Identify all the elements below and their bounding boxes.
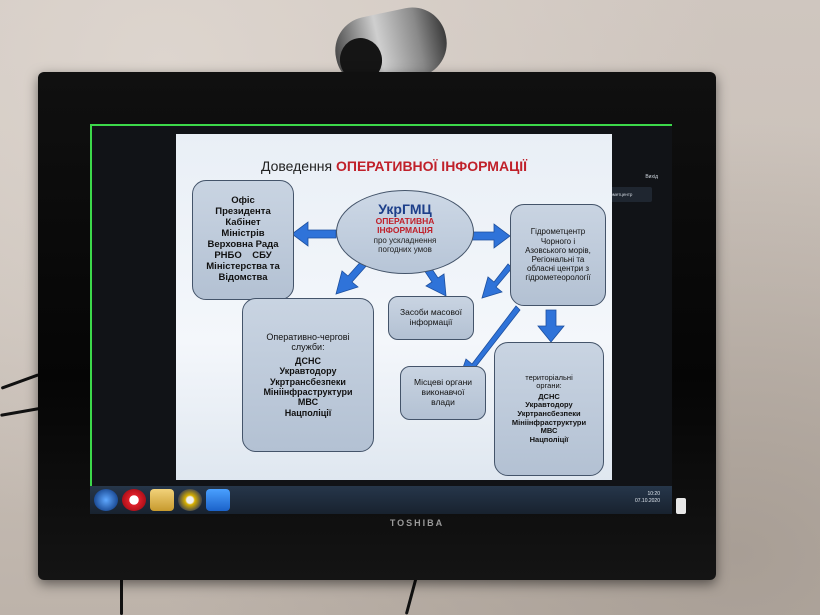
right-box: Гідрометцентр Чорного і Азовського морів…: [510, 204, 606, 306]
left-box-line: Відомства: [218, 271, 268, 283]
title-highlight: ОПЕРАТИВНОЇ ІНФОРМАЦІЇ: [336, 158, 528, 174]
right-box-line: Гідрометцентр: [530, 227, 586, 237]
clock-time: 10:20: [647, 491, 660, 497]
territorial-bodies-box: територіальні органи: ДСНС Укравтодору У…: [494, 342, 604, 476]
left-box: Офіс Президента Кабінет Міністрів Верхов…: [192, 180, 294, 300]
file-explorer-icon[interactable]: [150, 489, 174, 511]
left-box-line: Міністерства та: [206, 260, 280, 272]
zoom-icon[interactable]: [206, 489, 230, 511]
screen-share-border-top: [90, 124, 672, 126]
territorial-item: Нацполіції: [529, 434, 569, 444]
left-box-line: Офіс: [231, 195, 255, 207]
screen-share-border-left: [90, 124, 92, 486]
center-name: УкрГМЦ: [378, 201, 432, 217]
tv-brand-label: TOSHIBA: [389, 518, 445, 528]
center-detail-2: погодних умов: [378, 244, 432, 254]
local-authorities-box: Місцеві органи виконавчої влади: [400, 366, 486, 420]
title-prefix: Доведення: [260, 158, 333, 174]
media-line: інформації: [409, 317, 453, 327]
center-subtitle-2: ІНФОРМАЦІЯ: [377, 225, 433, 236]
territorial-item: Укртрансбезпеки: [517, 409, 581, 418]
start-button[interactable]: [94, 489, 118, 511]
left-box-line: Міністрів: [221, 228, 265, 240]
arrow-to-territorial-box: [537, 309, 565, 343]
arrow-to-right-box: [469, 223, 511, 249]
duty-heading: Оперативно-чергові: [266, 332, 350, 343]
duty-item: Мініінфраструктури: [263, 386, 353, 397]
duty-item: Укртрансбезпеки: [270, 376, 346, 387]
territorial-item: ДСНС: [538, 391, 560, 401]
right-box-line: Регіональні та: [531, 255, 585, 264]
media-line: Засоби масової: [399, 307, 463, 318]
left-box-line: РНБО СБУ: [214, 249, 272, 261]
center-detail-1: про ускладнення: [373, 235, 437, 245]
territorial-item: МВС: [540, 426, 558, 436]
territorial-heading: органи:: [536, 381, 562, 391]
exit-link[interactable]: Вихід: [645, 174, 658, 180]
hanging-cable: [120, 560, 123, 615]
duty-item: Укравтодору: [279, 366, 337, 377]
arrow-to-duty-box: [335, 257, 369, 295]
local-line: виконавчої: [421, 387, 465, 398]
right-box-line: обласні центри з: [526, 264, 590, 274]
territorial-item: Укравтодору: [525, 400, 573, 410]
duty-item: МВС: [297, 397, 319, 408]
local-line: Місцеві органи: [413, 377, 473, 388]
opera-icon[interactable]: [122, 489, 146, 511]
center-subtitle-1: ОПЕРАТИВНА: [375, 216, 435, 226]
arrow-right-to-media: [481, 263, 513, 299]
right-box-line: гідрометеорології: [525, 273, 591, 283]
duty-heading: служби:: [291, 342, 325, 353]
local-line: влади: [431, 396, 455, 407]
media-box: Засоби масової інформації: [388, 296, 474, 340]
arrow-to-left-box: [291, 221, 337, 247]
tv-screen: Вихід Говорить: Укргідрометцентр Доведен…: [90, 124, 672, 514]
duty-item: Нацполіції: [284, 407, 332, 418]
app-triangle-icon[interactable]: [178, 489, 202, 511]
tv-power-button[interactable]: [676, 498, 686, 514]
left-box-line: Президента: [215, 206, 271, 218]
presentation-slide: Доведення ОПЕРАТИВНОЇ ІНФОРМАЦІЇ УкрГМЦ …: [176, 134, 612, 480]
right-box-line: Азовського морів,: [525, 245, 591, 255]
territorial-item: Мініінфраструктури: [511, 417, 587, 427]
left-box-line: Верховна Рада: [207, 239, 279, 250]
left-box-line: Кабінет: [225, 217, 261, 229]
duty-services-box: Оперативно-чергові служби: ДСНС Укравтод…: [242, 298, 374, 452]
duty-item: ДСНС: [295, 355, 321, 366]
windows-taskbar: 10:20 07.10.2020: [90, 486, 672, 514]
system-clock[interactable]: 10:20 07.10.2020: [635, 491, 660, 504]
clock-date: 07.10.2020: [634, 497, 660, 504]
center-ellipse: УкрГМЦ ОПЕРАТИВНА ІНФОРМАЦІЯ про ускладн…: [336, 190, 474, 274]
slide-title: Доведення ОПЕРАТИВНОЇ ІНФОРМАЦІЇ: [176, 158, 612, 174]
territorial-heading: територіальні: [525, 372, 573, 382]
right-box-line: Чорного і: [540, 236, 576, 246]
